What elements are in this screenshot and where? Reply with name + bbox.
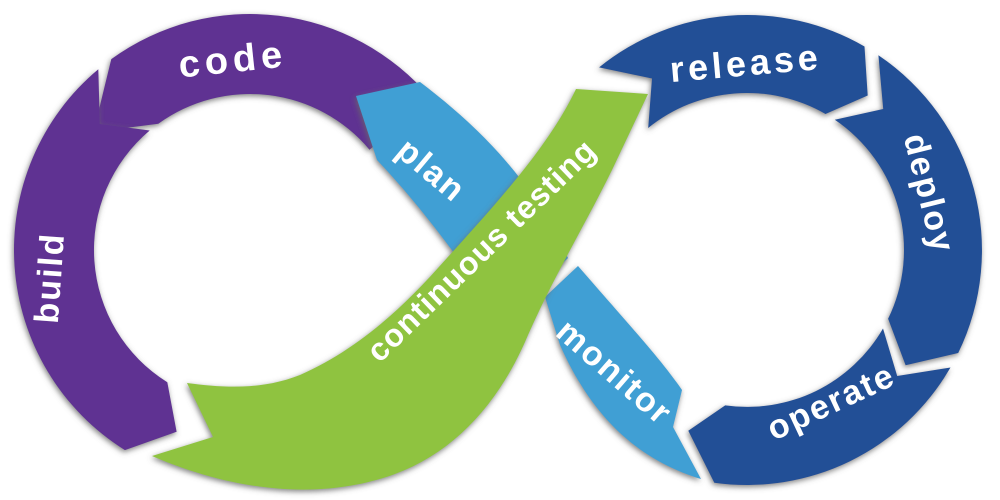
ribbon-monitor [545, 266, 701, 479]
arc-segment-operate [688, 328, 951, 485]
arc-segment-code [93, 14, 431, 150]
arc-segment-deploy [834, 55, 982, 366]
arc-segment-build [13, 69, 177, 451]
arc-segment-release [599, 15, 868, 129]
build-label: build [28, 231, 72, 325]
ribbon-continuous-testing [152, 89, 648, 490]
